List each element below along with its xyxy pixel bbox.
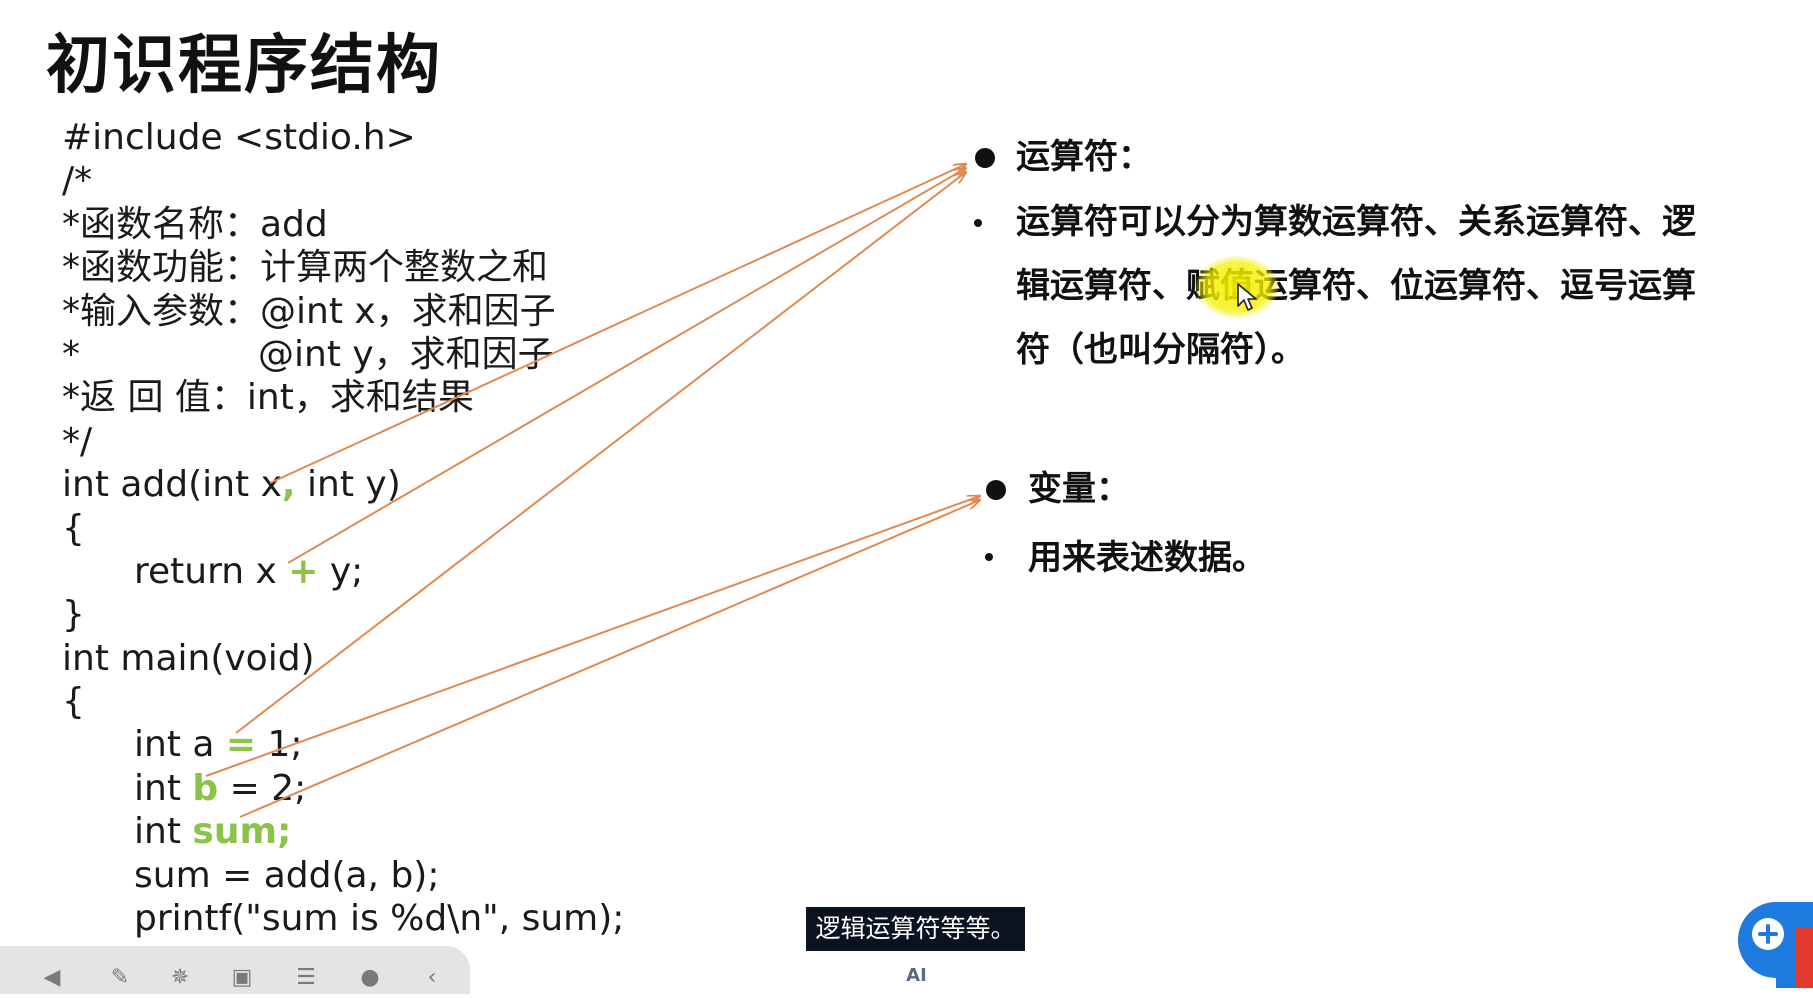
back-icon[interactable]: ◀ xyxy=(43,965,61,990)
code-line: * @int y，求和因子 xyxy=(62,333,624,376)
add-icon[interactable] xyxy=(1734,898,1813,988)
code-text: int add(int x xyxy=(62,464,282,506)
code-line: } xyxy=(62,593,624,636)
code-line: { xyxy=(62,507,624,550)
presentation-toolbar: ◀ ✎ ✵ ▣ ☰ ● ‹ xyxy=(0,946,470,994)
code-text: { xyxy=(62,507,85,549)
code-text: /* xyxy=(62,160,93,202)
code-line: */ xyxy=(62,420,624,463)
code-text: int y) xyxy=(295,464,401,506)
code-text: * xyxy=(62,333,80,375)
code-text: return x xyxy=(134,550,289,592)
operators-line-2: 辑运算符、赋值运算符、位运算符、逗号运算 xyxy=(1016,266,1696,306)
code-line: int b = 2; xyxy=(62,767,624,810)
variables-sub-bullet xyxy=(985,553,993,561)
variables-description: 用来表述数据。 xyxy=(1028,538,1266,578)
code-line: *输入参数：@int x，求和因子 xyxy=(62,290,624,333)
code-text: #include <stdio.h> xyxy=(62,117,416,158)
code-line: int sum; xyxy=(62,810,624,853)
code-line: *函数功能：计算两个整数之和 xyxy=(62,246,624,289)
code-line: *返 回 值：int，求和结果 xyxy=(62,376,624,419)
subtitle-text: 逻辑运算符等等。 xyxy=(815,914,1016,943)
highlighted-token: , xyxy=(281,464,296,506)
highlighted-token: + xyxy=(288,550,319,592)
operators-line-1: 运算符可以分为算数运算符、关系运算符、逻 xyxy=(1016,202,1696,242)
code-text: int main(void) xyxy=(62,637,315,679)
code-text: y; xyxy=(318,550,364,592)
code-text: *返 回 值：int，求和结果 xyxy=(62,377,474,419)
code-line: int add(int x, int y) xyxy=(62,463,624,506)
variables-bullet xyxy=(986,480,1006,500)
code-text: { xyxy=(62,681,85,723)
ai-subtitle-mark: AI xyxy=(906,965,927,986)
highlighted-token: b xyxy=(192,767,219,809)
code-text: *输入参数：@int x，求和因子 xyxy=(62,290,556,332)
subtitle-caption: 逻辑运算符等等。 AI xyxy=(806,907,1025,986)
operators-line-3: 符（也叫分隔符）。 xyxy=(1016,330,1305,370)
code-line: printf("sum is %d\n", sum); xyxy=(62,897,624,940)
collapse-icon[interactable]: ‹ xyxy=(427,965,437,990)
code-block: #include <stdio.h>/**函数名称：add*函数功能：计算两个整… xyxy=(62,116,624,984)
code-line: return x + y; xyxy=(62,550,624,593)
code-line: { xyxy=(62,680,624,723)
code-line: /* xyxy=(62,159,624,202)
variables-heading: 变量： xyxy=(1028,469,1130,509)
code-text: printf("sum is %d\n", sum); xyxy=(134,898,625,940)
mouse-pointer-icon xyxy=(1237,283,1257,311)
pen-icon[interactable]: ✎ xyxy=(110,965,130,990)
code-text: *函数名称：add xyxy=(62,203,328,245)
operators-sub-bullet xyxy=(974,219,982,227)
code-line: sum = add(a, b); xyxy=(62,854,624,897)
operators-description: 运算符可以分为算数运算符、关系运算符、逻 辑运算符、赋值运算符、位运算符、逗号运… xyxy=(1016,190,1696,382)
operators-heading: 运算符： xyxy=(1016,137,1152,177)
code-text: 1; xyxy=(256,724,303,766)
code-text: = 2; xyxy=(218,767,307,809)
code-text: int xyxy=(134,811,193,853)
code-line: *函数名称：add xyxy=(62,203,624,246)
slide-title: 初识程序结构 xyxy=(46,29,442,103)
code-text: */ xyxy=(62,420,93,462)
code-text: } xyxy=(62,594,85,636)
screen-icon[interactable]: ▣ xyxy=(231,965,253,990)
code-line: #include <stdio.h> xyxy=(62,116,624,159)
code-line: int main(void) xyxy=(62,637,624,680)
laser-pointer-highlight xyxy=(1196,256,1278,318)
code-text: sum = add(a, b); xyxy=(134,854,440,896)
code-text: int a xyxy=(134,724,226,766)
operators-bullet xyxy=(975,148,995,168)
code-text: int xyxy=(134,767,193,809)
code-text: *函数功能：计算两个整数之和 xyxy=(62,247,549,289)
laser-icon[interactable]: ✵ xyxy=(170,965,190,990)
code-line: int a = 1; xyxy=(62,723,624,766)
menu-icon[interactable]: ☰ xyxy=(296,965,316,990)
chat-icon[interactable]: ● xyxy=(360,965,380,990)
highlighted-token: = xyxy=(225,724,257,766)
highlighted-token: sum; xyxy=(192,811,292,853)
code-text: @int y，求和因子 xyxy=(258,333,554,375)
